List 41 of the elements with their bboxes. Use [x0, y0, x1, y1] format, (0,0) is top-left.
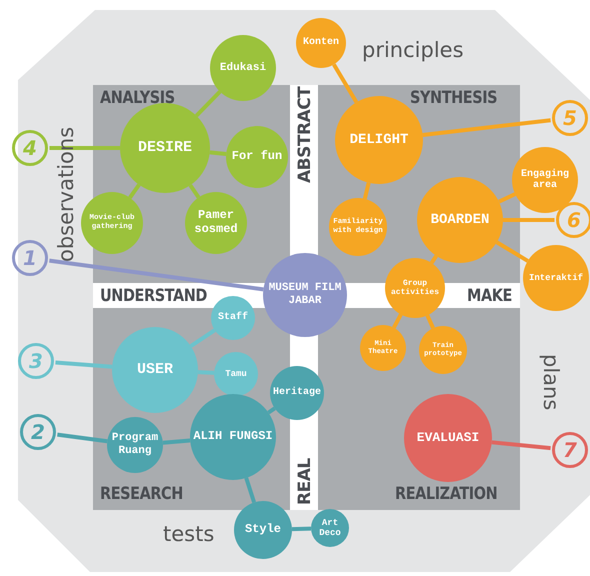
axis-label: tests — [163, 522, 214, 546]
step-number: 2 — [20, 414, 56, 450]
connector-line — [49, 258, 264, 292]
connector-line — [210, 150, 226, 156]
axis-label: observations — [54, 126, 78, 262]
connector-line — [430, 254, 438, 264]
connector-line — [267, 406, 276, 414]
step-number: 1 — [12, 240, 48, 276]
axis-title: UNDERSTAND — [100, 286, 207, 306]
connector-line — [362, 182, 371, 200]
connector-line — [128, 184, 141, 199]
connector-line — [194, 90, 222, 118]
connector-line — [392, 314, 403, 329]
connector-line — [244, 477, 256, 503]
quadrant-title: RESEARCH — [100, 484, 183, 504]
step-number: 3 — [18, 343, 54, 379]
connector-line — [55, 360, 112, 369]
connector-line — [426, 314, 435, 329]
connector-line — [503, 218, 554, 222]
axis-label: plans — [539, 354, 563, 410]
axis-label: principles — [362, 38, 464, 62]
connector-line — [292, 526, 312, 532]
quadrant-title: REALIZATION — [395, 484, 498, 504]
connector-line — [332, 63, 358, 104]
connector-line — [498, 192, 516, 204]
axis-title: MAKE — [467, 286, 512, 306]
connector-line — [492, 440, 551, 450]
axis-title: ABSTRACT — [295, 86, 315, 183]
connector-line — [190, 328, 216, 348]
step-number: 6 — [556, 202, 590, 238]
axis-title: REAL — [295, 458, 315, 505]
connector-line — [57, 432, 108, 444]
connector-line — [496, 240, 529, 263]
connector-line — [198, 370, 214, 375]
step-number: 5 — [552, 100, 588, 136]
connector-line — [188, 184, 200, 198]
connector-line — [162, 438, 190, 445]
step-number: 4 — [12, 130, 48, 166]
step-number: 7 — [552, 432, 588, 468]
connector-line — [50, 146, 120, 150]
connector-line — [422, 118, 551, 137]
